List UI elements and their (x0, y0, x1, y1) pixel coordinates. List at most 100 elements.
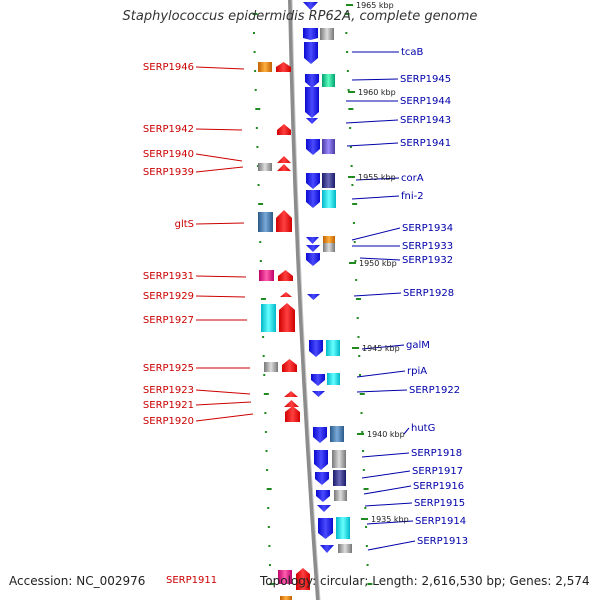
position-label-1955-kbp: 1955 kbp (358, 173, 396, 182)
gene-label-serp1943: SERP1943 (400, 115, 451, 126)
gene-serp1929 (280, 292, 292, 297)
gene-rpia-b (327, 373, 340, 385)
gene-label-serp1940: SERP1940 (143, 149, 194, 160)
leader-serp1931 (195, 275, 247, 278)
gene-label-serp1939: SERP1939 (143, 167, 194, 178)
gene-serp1921 (284, 400, 299, 407)
gene-label-serp1925: SERP1925 (143, 363, 194, 374)
gene-serp1933-b (323, 243, 335, 252)
gene-serp1939 (258, 163, 272, 171)
gene-serp1914-a (318, 518, 333, 539)
leader-serp1943 (345, 119, 399, 124)
genome-backbone (288, 0, 320, 601)
gene-serp1931-a (259, 270, 274, 281)
leader-serp1918 (361, 452, 410, 458)
gene-serp1942 (277, 124, 291, 135)
leader-serp1916 (363, 485, 412, 495)
gene-serp1922 (312, 391, 325, 397)
gene-label-serp1916: SERP1916 (413, 481, 464, 492)
gene-serp1940 (277, 156, 291, 163)
gene-label-serp1922: SERP1922 (409, 385, 460, 396)
gene-serp1934 (306, 237, 319, 244)
leader-serp1928 (353, 292, 402, 297)
position-label-1940-kbp: 1940 kbp (367, 430, 405, 439)
gene-top-blue-b (303, 28, 318, 40)
gene-label-serp1946: SERP1946 (143, 62, 194, 73)
topology-text: Topology: circular; Length: 2,616,530 bp… (260, 574, 590, 588)
gene-label-serp1915: SERP1915 (414, 498, 465, 509)
gene-serp1928 (307, 294, 320, 300)
gene-label-serp1917: SERP1917 (412, 466, 463, 477)
gene-serp1911-b (296, 568, 310, 590)
leader-rpia (356, 370, 406, 378)
gene-galm-a (309, 340, 323, 357)
leader-serp1920 (195, 413, 254, 422)
gene-serp1932 (306, 253, 320, 266)
position-label-1945-kbp: 1945 kbp (362, 344, 400, 353)
gene-label-serp1921: SERP1921 (143, 400, 194, 411)
gene-fni2-a (306, 190, 320, 208)
leader-hutg (403, 427, 410, 435)
gene-cora-b (322, 173, 335, 188)
leader-serp1921 (195, 401, 252, 406)
leader-serp1946 (195, 66, 245, 70)
gene-top-gray (320, 28, 334, 40)
leader-serp1941 (346, 142, 399, 147)
leader-glts (195, 222, 245, 225)
gene-serp1917-b (333, 470, 346, 486)
gene-label-galm: galM (406, 340, 430, 351)
gene-serp1944 (305, 87, 319, 118)
gene-label-serp1944: SERP1944 (400, 96, 451, 107)
gene-rpia-a (311, 374, 325, 386)
genome-title: Staphylococcus epidermidis RP62A, comple… (122, 9, 478, 24)
gene-label-hutg: hutG (411, 423, 435, 434)
gene-serp1916 (316, 490, 330, 502)
gene-label-serp1932: SERP1932 (402, 255, 453, 266)
gene-serp1931-b (278, 270, 293, 281)
position-label-1935-kbp: 1935 kbp (371, 515, 409, 524)
gene-label-glts: gltS (175, 219, 194, 230)
gene-label-serp1928: SERP1928 (403, 288, 454, 299)
leader-galm (361, 344, 405, 350)
position-label-1960-kbp: 1960 kbp (358, 88, 396, 97)
scale-ticks (252, 13, 373, 585)
gene-hutg-a (313, 427, 327, 443)
gene-serp1941-a (306, 139, 320, 155)
position-label-1965-kbp: 1965 kbp (356, 1, 394, 10)
gene-serp1915 (317, 505, 331, 512)
gene-top-blue (303, 2, 318, 10)
gene-label-serp1933: SERP1933 (402, 241, 453, 252)
gene-serp1941-b (322, 139, 335, 154)
gene-label-serp1931: SERP1931 (143, 271, 194, 282)
gene-label-fni-2: fni-2 (401, 191, 424, 202)
leader-serp1917 (361, 470, 411, 479)
gene-label-serp1927: SERP1927 (143, 315, 194, 326)
leader-serp1939 (195, 166, 244, 173)
gene-serp1927-b (279, 303, 295, 332)
gene-label-serp1942: SERP1942 (143, 124, 194, 135)
right-gene-labels: tcaBSERP1945SERP1944SERP1943SERP1941corA… (400, 47, 468, 547)
gene-serp1913-b (338, 544, 352, 553)
leader-serp1923 (195, 389, 251, 395)
label-leaders (195, 51, 416, 551)
gene-serp1940-b (277, 164, 291, 171)
gene-serp1911-a (278, 570, 292, 584)
gene-serp1934-b (323, 236, 335, 243)
gene-serp1918-a (314, 450, 328, 470)
gene-label-serp1914: SERP1914 (415, 516, 466, 527)
leader-fni-2 (351, 195, 400, 200)
gene-tcab (304, 42, 318, 64)
gene-serp1913 (320, 545, 334, 553)
leader-cora (355, 177, 400, 181)
gene-galm-b (326, 340, 340, 356)
gene-label-serp1913: SERP1913 (417, 536, 468, 547)
gene-label-cora: corA (401, 173, 424, 184)
leader-serp1922 (356, 389, 408, 393)
gene-serp1925-b (282, 359, 297, 372)
leader-serp1914 (366, 520, 414, 525)
leader-serp1932 (359, 257, 401, 261)
gene-label-serp1923: SERP1923 (143, 385, 194, 396)
